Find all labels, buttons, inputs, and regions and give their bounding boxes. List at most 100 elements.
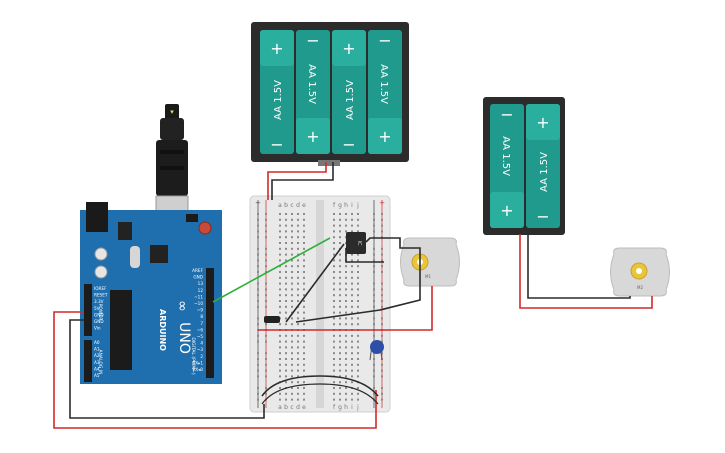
breadboard-hole[interactable] xyxy=(339,253,341,256)
breadboard-hole[interactable] xyxy=(357,294,359,297)
breadboard-hole[interactable] xyxy=(351,381,353,384)
breadboard-hole[interactable] xyxy=(345,340,347,343)
breadboard-hole[interactable] xyxy=(351,305,353,308)
wire-battery1-black[interactable] xyxy=(271,162,334,200)
breadboard-hole[interactable] xyxy=(351,323,353,326)
rail-hole[interactable] xyxy=(265,247,267,250)
breadboard-hole[interactable] xyxy=(357,375,359,378)
rail-hole[interactable] xyxy=(373,317,375,320)
breadboard-hole[interactable] xyxy=(345,363,347,366)
breadboard-hole[interactable] xyxy=(333,392,335,395)
breadboard-hole[interactable] xyxy=(357,358,359,360)
breadboard-hole[interactable] xyxy=(291,392,293,395)
breadboard-hole[interactable] xyxy=(285,259,287,262)
breadboard-hole[interactable] xyxy=(279,375,281,378)
breadboard-hole[interactable] xyxy=(345,265,347,268)
breadboard-hole[interactable] xyxy=(303,317,305,320)
breadboard-hole[interactable] xyxy=(303,381,305,384)
rail-hole[interactable] xyxy=(373,213,375,215)
breadboard-hole[interactable] xyxy=(345,375,347,378)
breadboard-hole[interactable] xyxy=(339,294,341,297)
breadboard-hole[interactable] xyxy=(351,253,353,256)
breadboard-hole[interactable] xyxy=(297,247,299,250)
breadboard-hole[interactable] xyxy=(285,247,287,250)
rail-hole[interactable] xyxy=(373,282,375,285)
breadboard-hole[interactable] xyxy=(345,398,347,401)
breadboard-hole[interactable] xyxy=(339,369,341,372)
breadboard-hole[interactable] xyxy=(279,288,281,291)
breadboard-hole[interactable] xyxy=(303,265,305,268)
breadboard-hole[interactable] xyxy=(279,294,281,297)
rail-hole[interactable] xyxy=(265,369,267,372)
breadboard-hole[interactable] xyxy=(357,323,359,326)
breadboard-hole[interactable] xyxy=(291,381,293,384)
breadboard-hole[interactable] xyxy=(303,224,305,227)
breadboard-hole[interactable] xyxy=(285,253,287,256)
rail-hole[interactable] xyxy=(257,288,259,291)
breadboard-hole[interactable] xyxy=(357,230,359,233)
breadboard-hole[interactable] xyxy=(297,213,299,215)
breadboard-hole[interactable] xyxy=(291,242,293,244)
rail-hole[interactable] xyxy=(381,247,383,250)
breadboard-hole[interactable] xyxy=(297,259,299,262)
breadboard-hole[interactable] xyxy=(345,288,347,291)
breadboard-hole[interactable] xyxy=(285,363,287,366)
breadboard-hole[interactable] xyxy=(297,311,299,314)
breadboard-hole[interactable] xyxy=(339,375,341,378)
breadboard-hole[interactable] xyxy=(303,369,305,372)
breadboard-hole[interactable] xyxy=(333,247,335,250)
breadboard-hole[interactable] xyxy=(291,334,293,337)
breadboard-hole[interactable] xyxy=(333,218,335,221)
breadboard-hole[interactable] xyxy=(279,259,281,262)
rail-hole[interactable] xyxy=(257,213,259,215)
wire-bottom-arc-black[interactable] xyxy=(261,375,379,397)
breadboard-hole[interactable] xyxy=(357,346,359,349)
rail-hole[interactable] xyxy=(381,253,383,256)
breadboard-hole[interactable] xyxy=(357,288,359,291)
breadboard-hole[interactable] xyxy=(345,218,347,221)
breadboard-hole[interactable] xyxy=(339,340,341,343)
rail-hole[interactable] xyxy=(265,224,267,227)
breadboard-hole[interactable] xyxy=(279,247,281,250)
breadboard-hole[interactable] xyxy=(303,230,305,233)
breadboard-hole[interactable] xyxy=(297,224,299,227)
rail-hole[interactable] xyxy=(265,334,267,337)
breadboard-hole[interactable] xyxy=(297,381,299,384)
breadboard-hole[interactable] xyxy=(351,334,353,337)
rail-hole[interactable] xyxy=(373,305,375,308)
breadboard-hole[interactable] xyxy=(279,323,281,326)
rail-hole[interactable] xyxy=(373,259,375,262)
rail-hole[interactable] xyxy=(257,300,259,302)
breadboard-hole[interactable] xyxy=(285,218,287,221)
rail-hole[interactable] xyxy=(265,358,267,360)
wire-bottom-arc-black-2[interactable] xyxy=(261,383,379,405)
breadboard-hole[interactable] xyxy=(339,259,341,262)
breadboard-hole[interactable] xyxy=(357,259,359,262)
wire-battery2-black[interactable] xyxy=(527,234,631,299)
rail-hole[interactable] xyxy=(265,363,267,366)
breadboard-hole[interactable] xyxy=(333,305,335,308)
rail-hole[interactable] xyxy=(257,265,259,268)
breadboard-hole[interactable] xyxy=(345,311,347,314)
breadboard-hole[interactable] xyxy=(339,381,341,384)
breadboard-hole[interactable] xyxy=(291,265,293,268)
breadboard-hole[interactable] xyxy=(345,213,347,215)
breadboard-hole[interactable] xyxy=(303,253,305,256)
breadboard-hole[interactable] xyxy=(345,392,347,395)
breadboard-hole[interactable] xyxy=(297,363,299,366)
breadboard-hole[interactable] xyxy=(345,387,347,389)
rail-hole[interactable] xyxy=(265,294,267,297)
rail-hole[interactable] xyxy=(381,334,383,337)
breadboard-hole[interactable] xyxy=(351,369,353,372)
breadboard-hole[interactable] xyxy=(303,236,305,239)
rail-hole[interactable] xyxy=(257,224,259,227)
breadboard-hole[interactable] xyxy=(351,311,353,314)
breadboard-hole[interactable] xyxy=(297,398,299,401)
breadboard-hole[interactable] xyxy=(333,300,335,302)
rail-hole[interactable] xyxy=(265,218,267,221)
breadboard-hole[interactable] xyxy=(345,358,347,360)
breadboard-hole[interactable] xyxy=(333,294,335,297)
breadboard-hole[interactable] xyxy=(291,340,293,343)
breadboard-hole[interactable] xyxy=(333,242,335,244)
breadboard-hole[interactable] xyxy=(285,230,287,233)
